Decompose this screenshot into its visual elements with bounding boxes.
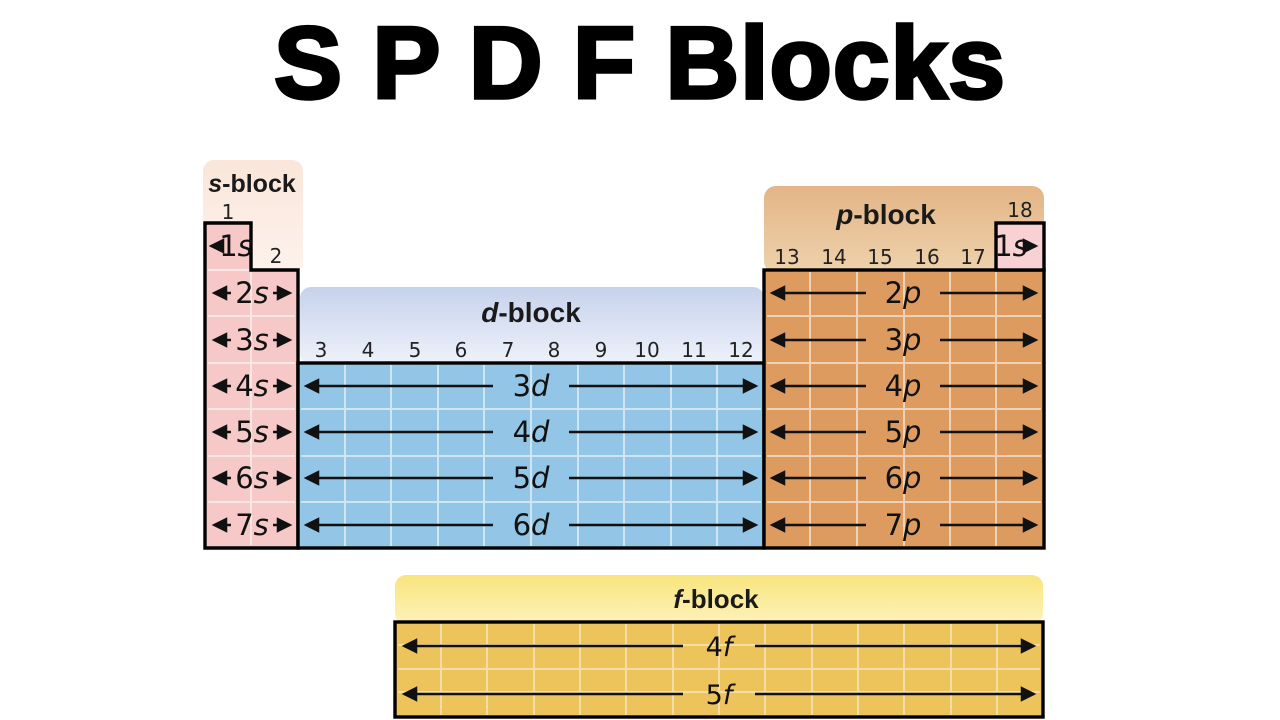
d-block-title: d-block: [481, 297, 581, 328]
svg-text:4s: 4s: [235, 369, 269, 403]
svg-text:5p: 5p: [885, 415, 922, 449]
group-number-13: 13: [774, 245, 799, 269]
svg-text:5d: 5d: [513, 461, 550, 495]
d-block-grid: [301, 365, 761, 546]
orbital-row-2s: 2s: [211, 276, 293, 310]
orbital-row-5s: 5s: [211, 415, 293, 449]
svg-text:7p: 7p: [885, 508, 922, 542]
orbital-row-6s: 6s: [211, 461, 293, 495]
group-number-7: 7: [502, 338, 515, 362]
svg-text:4p: 4p: [885, 369, 922, 403]
group-number-9: 9: [595, 338, 608, 362]
p-block: p-block 13 14 15 16 17 18 2p 3p 4p: [762, 186, 1046, 550]
orbital-row-6d: 6d: [303, 508, 759, 542]
orbital-row-7s: 7s: [211, 508, 293, 542]
svg-text:3p: 3p: [885, 323, 922, 357]
svg-text:5f: 5f: [706, 680, 736, 711]
p-block-header: [764, 186, 1044, 273]
group-number-14: 14: [821, 245, 846, 269]
f-block: f-block 4f 5f: [393, 575, 1045, 719]
group-number-11: 11: [681, 338, 706, 362]
group-number-18: 18: [1007, 198, 1032, 222]
orbital-row-3d: 3d: [303, 369, 759, 403]
group-number-1: 1: [222, 200, 235, 224]
group-number-12: 12: [728, 338, 753, 362]
orbital-row-1s: 1s: [208, 229, 253, 263]
group-number-15: 15: [867, 245, 892, 269]
group-number-16: 16: [914, 245, 939, 269]
d-block: d-block 3 4 5 6 7 8 9 10 11 12 3d 4d: [296, 287, 766, 550]
helium-1s-cell: 1s: [994, 221, 1046, 272]
s-block-title: s-block: [208, 170, 296, 198]
group-number-4: 4: [362, 338, 375, 362]
group-number-10: 10: [634, 338, 659, 362]
p-block-title: p-block: [835, 199, 936, 230]
svg-text:3s: 3s: [235, 323, 269, 357]
orbital-row-3p: 3p: [769, 323, 1039, 357]
orbital-row-2p: 2p: [769, 276, 1039, 310]
svg-text:6s: 6s: [235, 461, 269, 495]
page-title: S P D F Blocks: [272, 4, 1007, 122]
group-number-8: 8: [548, 338, 561, 362]
orbital-row-4s: 4s: [211, 369, 293, 403]
orbital-row-4p: 4p: [769, 369, 1039, 403]
svg-text:1s: 1s: [994, 229, 1028, 263]
orbital-row-5f: 5f: [401, 680, 1037, 711]
svg-text:6p: 6p: [885, 461, 922, 495]
d-block-header: [300, 287, 764, 365]
svg-text:3d: 3d: [513, 369, 550, 403]
svg-text:1s: 1s: [219, 229, 253, 263]
group-number-3: 3: [315, 338, 328, 362]
f-block-body: [393, 620, 1045, 719]
p-block-grid: [767, 272, 1041, 546]
svg-text:2p: 2p: [885, 276, 922, 310]
f-block-title: f-block: [673, 584, 759, 614]
group-number-2: 2: [270, 244, 283, 268]
f-block-header: [395, 575, 1043, 624]
svg-text:6d: 6d: [513, 508, 550, 542]
svg-text:4f: 4f: [706, 632, 736, 663]
group-number-5: 5: [409, 338, 422, 362]
group-number-6: 6: [455, 338, 468, 362]
orbital-row-5p: 5p: [769, 415, 1039, 449]
f-block-grid: [398, 624, 1040, 715]
svg-text:2s: 2s: [235, 276, 269, 310]
svg-text:7s: 7s: [235, 508, 269, 542]
s-block-grid: [208, 269, 295, 545]
group-number-17: 17: [960, 245, 985, 269]
orbital-row-5d: 5d: [303, 461, 759, 495]
orbital-row-7p: 7p: [769, 508, 1039, 542]
orbital-row-6p: 6p: [769, 461, 1039, 495]
orbital-row-4d: 4d: [303, 415, 759, 449]
svg-text:5s: 5s: [235, 415, 269, 449]
svg-text:4d: 4d: [513, 415, 550, 449]
s-block: s-block 1 2 1s 2s 3s 4s: [203, 160, 303, 550]
orbital-row-3s: 3s: [211, 323, 293, 357]
